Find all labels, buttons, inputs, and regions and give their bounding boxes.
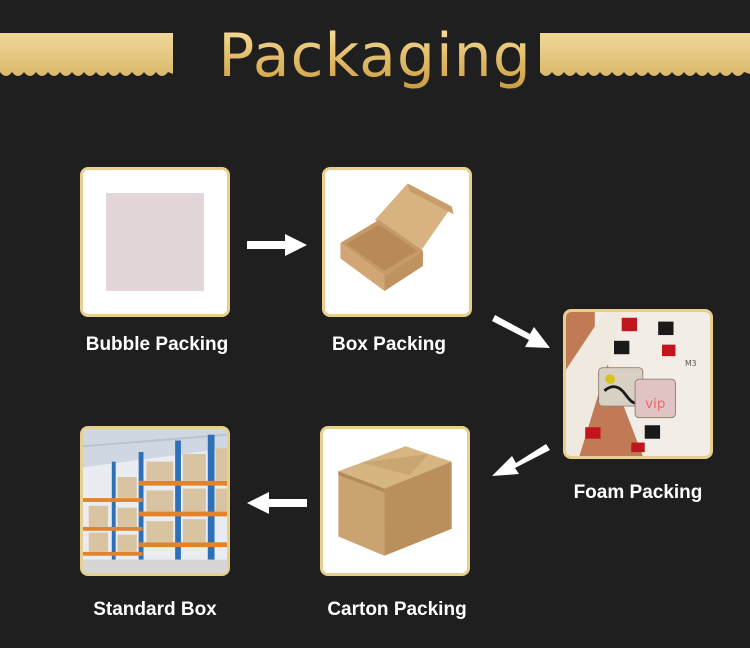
arrow-right-icon [247,234,307,256]
step-label-standard-box: Standard Box [93,599,217,620]
foam-badge-text: vip [645,397,665,412]
foam-tag-text: M3 [685,359,697,368]
box-packing-image [322,167,472,317]
step-label-foam-packing: Foam Packing [573,482,703,503]
decorative-banner-left [0,33,173,80]
step-label-bubble-packing: Bubble Packing [85,334,229,355]
step-label-box-packing: Box Packing [331,334,447,355]
arrow-down-right-icon [492,315,550,348]
page-title: Packaging [0,20,750,92]
foam-packing-image: vip M3 [563,309,713,459]
decorative-banner-right [540,33,750,80]
bubble-packing-image [80,167,230,317]
arrow-down-left-icon [492,444,550,476]
carton-packing-image [320,426,470,576]
arrow-left-icon [247,492,307,514]
step-label-carton-packing: Carton Packing [327,599,467,620]
standard-box-image [80,426,230,576]
